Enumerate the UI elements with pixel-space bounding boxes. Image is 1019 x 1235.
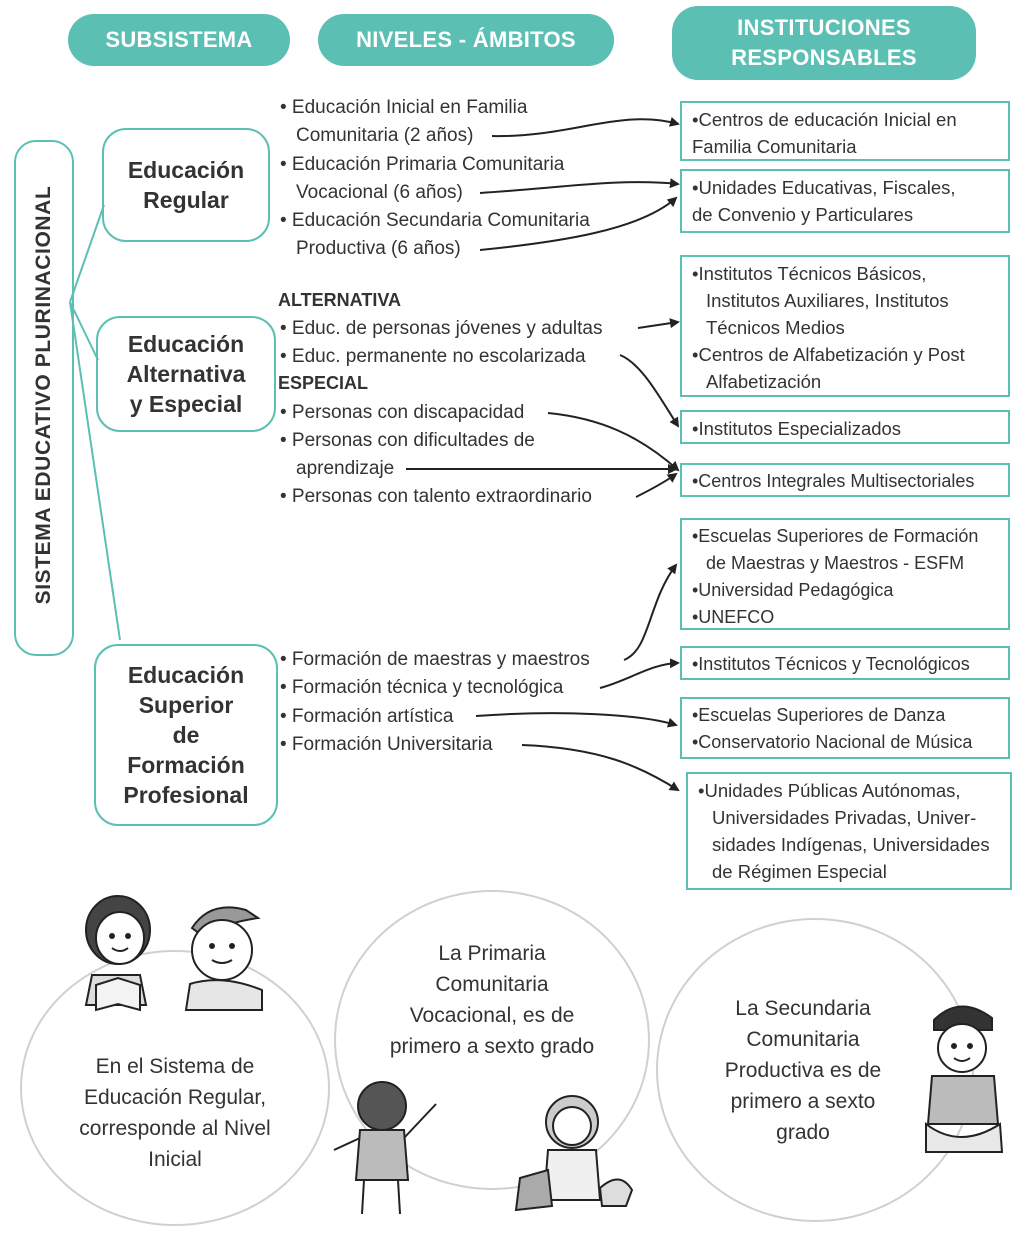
institucion-9-line-4: de Régimen Especial: [712, 861, 887, 882]
nivel-regular-line-5: • Educación Secundaria Comunitaria: [280, 210, 590, 231]
arrow-icon: [479, 196, 678, 251]
subsystem-regular: Educación Regular: [102, 128, 270, 242]
nivel-regular-line-6: Productiva (6 años): [296, 238, 461, 259]
nivel-superior-line-2: • Formación técnica y tecnológica: [280, 677, 564, 698]
nivel-superior-line-1: • Formación de maestras y maestros: [280, 649, 590, 670]
subsystem-alternativa-label: Educación Alternativa y Especial: [126, 331, 246, 417]
arrow-lines: [406, 117, 680, 792]
info-circle-secundaria-text: La Secundaria Comunitaria Productiva es …: [724, 996, 882, 1144]
nivel-especial-line-4: • Personas con talento extraordinario: [280, 486, 592, 507]
institucion-box-6: •Escuelas Superiores de Formación de Mae…: [680, 518, 1010, 630]
nivel-alternativa-line-2: • Educ. permanente no escolarizada: [280, 346, 586, 367]
fork-line-regular: [69, 204, 105, 303]
institucion-9-line-3: sidades Indígenas, Universidades: [712, 834, 990, 855]
nivel-superior-line-3: • Formación artística: [280, 706, 454, 727]
info-circle-inicial-text: En el Sistema de Educación Regular, corr…: [79, 1055, 271, 1171]
info-circle-secundaria: La Secundaria Comunitaria Productiva es …: [656, 918, 974, 1222]
institucion-2-line-2: de Convenio y Particulares: [692, 204, 914, 225]
arrow-icon: [479, 178, 680, 194]
institucion-9-line-2: Universidades Privadas, Univer-: [712, 807, 977, 828]
arrow-icon: [637, 318, 680, 329]
header-instituciones-line-2: RESPONSABLES: [731, 45, 917, 70]
nivel-especial-line-3: aprendizaje: [296, 458, 395, 479]
header-subsistema-label: SUBSISTEMA: [105, 27, 253, 52]
institucion-box-5: •Centros Integrales Multisectoriales: [680, 463, 1010, 497]
institucion-8-line-1: •Escuelas Superiores de Danza: [692, 705, 946, 725]
arrow-icon: [635, 472, 678, 498]
institucion-box-2: •Unidades Educativas, Fiscales, de Conve…: [680, 169, 1010, 233]
nivel-especial-line-2: • Personas con dificultades de: [280, 430, 535, 451]
institucion-1-line-2: Familia Comunitaria: [692, 136, 857, 157]
especial-header: ESPECIAL: [278, 373, 369, 393]
info-circle-primaria-text: La Primaria Comunitaria Vocacional, es d…: [389, 942, 595, 1058]
institucion-6-line-4: •UNEFCO: [692, 607, 775, 627]
fork-lines: [69, 204, 121, 641]
fork-line-alternativa: [69, 301, 99, 361]
arrow-icon: [547, 412, 680, 472]
institucion-6-line-3: •Universidad Pedagógica: [692, 580, 894, 600]
info-circle-primaria: La Primaria Comunitaria Vocacional, es d…: [334, 890, 650, 1190]
subsystem-alternativa: Educación Alternativa y Especial: [96, 316, 276, 432]
nivel-regular-line-2: Comunitaria (2 años): [296, 125, 474, 146]
arrow-icon: [623, 563, 678, 661]
institucion-3-line-2: Institutos Auxiliares, Institutos: [706, 290, 949, 311]
arrow-icon: [599, 658, 680, 689]
subsystem-superior-label: Educación Superior de Formación Profesio…: [123, 662, 249, 808]
institucion-8-line-2: •Conservatorio Nacional de Música: [692, 732, 973, 752]
institucion-6-line-1: •Escuelas Superiores de Formación: [692, 526, 979, 546]
nivel-regular-line-4: Vocacional (6 años): [296, 182, 463, 203]
arrow-icon: [475, 712, 678, 728]
institucion-9-line-1: •Unidades Públicas Autónomas,: [698, 780, 961, 801]
nivel-regular-line-1: • Educación Inicial en Familia: [280, 97, 528, 118]
header-instituciones-line-1: INSTITUCIONES: [737, 15, 911, 40]
institucion-3-line-5: Alfabetización: [706, 371, 822, 392]
institucion-3-line-1: •Institutos Técnicos Básicos,: [692, 263, 927, 284]
nivel-alternativa-line-1: • Educ. de personas jóvenes y adultas: [280, 318, 603, 339]
info-circle-inicial: En el Sistema de Educación Regular, corr…: [20, 950, 330, 1226]
institucion-2-line-1: •Unidades Educativas, Fiscales,: [692, 177, 956, 198]
institucion-3-line-4: •Centros de Alfabetización y Post: [692, 344, 965, 365]
header-subsistema: SUBSISTEMA: [68, 14, 290, 66]
institucion-3-line-3: Técnicos Medios: [706, 317, 845, 338]
subsystem-regular-label: Educación Regular: [127, 157, 245, 213]
institucion-6-line-2: de Maestras y Maestros - ESFM: [706, 553, 965, 573]
alternativa-header: ALTERNATIVA: [278, 290, 401, 310]
fork-line-superior: [69, 301, 121, 641]
sistema-box: [14, 140, 74, 656]
institucion-box-4: •Institutos Especializados: [680, 410, 1010, 444]
institucion-1-line-1: •Centros de educación Inicial en: [692, 109, 957, 130]
subsystem-superior: Educación Superior de Formación Profesio…: [94, 644, 278, 826]
header-niveles-label: NIVELES - ÁMBITOS: [356, 27, 576, 52]
arrow-icon: [491, 117, 680, 138]
header-instituciones: INSTITUCIONES RESPONSABLES: [672, 6, 976, 80]
institucion-box-7: •Institutos Técnicos y Tecnológicos: [680, 646, 1010, 680]
institucion-box-8: •Escuelas Superiores de Danza •Conservat…: [680, 697, 1010, 759]
institucion-box-1: •Centros de educación Inicial en Familia…: [680, 101, 1010, 161]
institucion-4-line-1: •Institutos Especializados: [692, 418, 902, 439]
institucion-5-line-1: •Centros Integrales Multisectoriales: [692, 471, 975, 491]
institucion-7-line-1: •Institutos Técnicos y Tecnológicos: [692, 654, 970, 674]
arrow-icon: [619, 354, 680, 428]
header-niveles: NIVELES - ÁMBITOS: [318, 14, 614, 66]
nivel-especial-line-1: • Personas con discapacidad: [280, 402, 525, 423]
arrow-icon: [521, 744, 680, 792]
nivel-regular-line-3: • Educación Primaria Comunitaria: [280, 154, 565, 175]
institucion-box-9: •Unidades Públicas Autónomas, Universida…: [686, 772, 1012, 890]
institucion-box-3: •Institutos Técnicos Básicos, Institutos…: [680, 255, 1010, 397]
nivel-superior-line-4: • Formación Universitaria: [280, 734, 493, 755]
